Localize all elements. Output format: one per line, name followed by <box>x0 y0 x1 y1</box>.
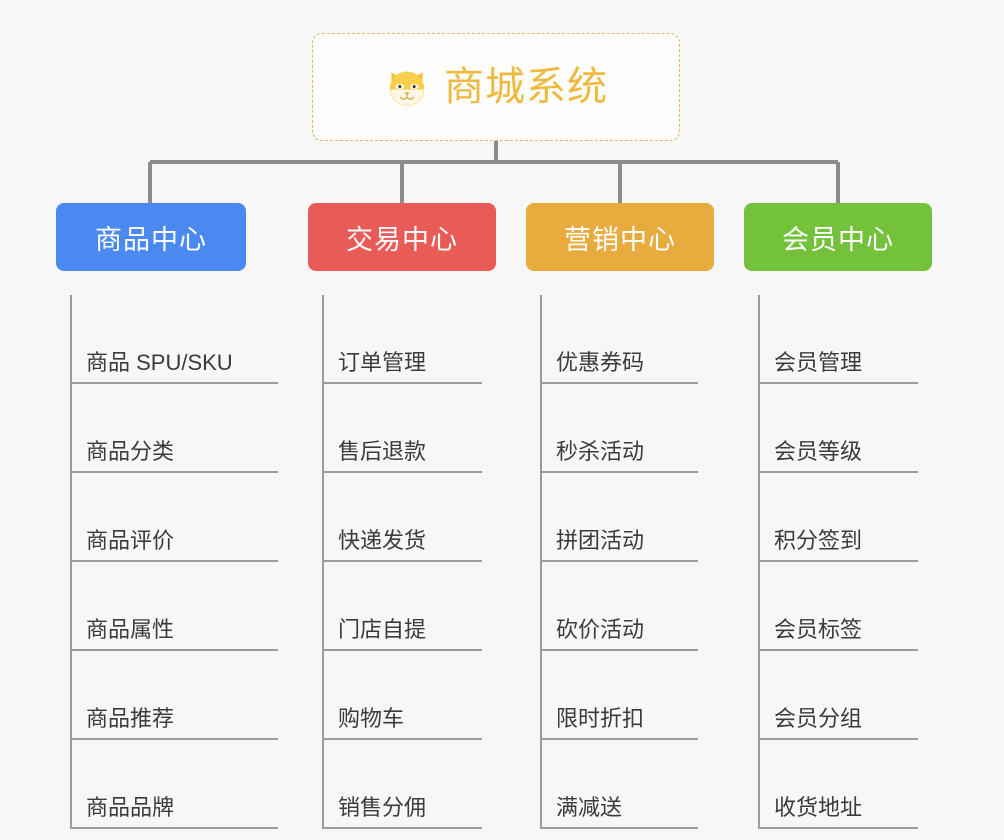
leaf-item[interactable]: 砍价活动 <box>526 562 714 651</box>
leaf-list: 会员管理会员等级积分签到会员标签会员分组收货地址 <box>744 295 932 829</box>
leaf-item[interactable]: 商品评价 <box>56 473 278 562</box>
leaf-item[interactable]: 拼团活动 <box>526 473 714 562</box>
leaf-underline <box>70 382 278 384</box>
leaf-label: 订单管理 <box>338 349 427 375</box>
leaf-label: 会员管理 <box>774 349 863 375</box>
leaf-underline <box>540 382 698 384</box>
leaf-spine <box>758 295 760 829</box>
branch-title: 交易中心 <box>346 224 458 255</box>
leaf-underline <box>70 560 278 562</box>
leaf-spine <box>540 295 542 829</box>
leaf-spine <box>70 295 72 829</box>
leaf-item[interactable]: 会员等级 <box>744 384 932 473</box>
branch-title: 营销中心 <box>564 224 676 255</box>
leaf-underline <box>70 738 278 740</box>
leaf-item[interactable]: 满减送 <box>526 740 714 829</box>
leaf-list: 商品 SPU/SKU 商品分类商品评价商品属性商品推荐商品品牌 <box>56 295 278 829</box>
leaf-spine <box>322 295 324 829</box>
leaf-underline <box>758 382 918 384</box>
leaf-label: 商品 SPU/SKU <box>86 349 233 375</box>
leaf-label: 商品属性 <box>86 616 175 642</box>
leaf-underline <box>540 738 698 740</box>
leaf-underline <box>322 827 482 829</box>
leaf-label: 会员分组 <box>774 705 863 731</box>
leaf-underline <box>540 649 698 651</box>
leaf-item[interactable]: 商品品牌 <box>56 740 278 829</box>
leaf-underline <box>758 471 918 473</box>
leaf-label: 商品推荐 <box>86 705 175 731</box>
leaf-label: 商品分类 <box>86 438 175 464</box>
leaf-label: 会员等级 <box>774 438 863 464</box>
leaf-label: 砍价活动 <box>556 616 645 642</box>
leaf-underline <box>540 560 698 562</box>
leaf-label: 限时折扣 <box>556 705 645 731</box>
leaf-item[interactable]: 购物车 <box>308 651 496 740</box>
leaf-label: 售后退款 <box>338 438 427 464</box>
leaf-label: 秒杀活动 <box>556 438 645 464</box>
leaf-underline <box>322 649 482 651</box>
leaf-label: 门店自提 <box>338 616 427 642</box>
branch-column-2: 交易中心订单管理售后退款快递发货门店自提购物车销售分佣 <box>308 203 496 829</box>
root-title: 商城系统 <box>444 65 608 109</box>
leaf-item[interactable]: 快递发货 <box>308 473 496 562</box>
branch-header-2[interactable]: 交易中心 <box>308 203 496 271</box>
leaf-underline <box>70 827 278 829</box>
leaf-item[interactable]: 积分签到 <box>744 473 932 562</box>
branch-header-3[interactable]: 营销中心 <box>526 203 714 271</box>
leaf-item[interactable]: 商品属性 <box>56 562 278 651</box>
branch-title: 会员中心 <box>782 224 894 255</box>
leaf-label: 销售分佣 <box>338 794 427 820</box>
leaf-label: 商品品牌 <box>86 794 175 820</box>
leaf-list: 优惠券码秒杀活动拼团活动砍价活动限时折扣满减送 <box>526 295 714 829</box>
leaf-underline <box>758 649 918 651</box>
branch-header-4[interactable]: 会员中心 <box>744 203 932 271</box>
branch-column-3: 营销中心优惠券码秒杀活动拼团活动砍价活动限时折扣满减送 <box>526 203 714 829</box>
leaf-label: 购物车 <box>338 705 405 731</box>
leaf-item[interactable]: 商品推荐 <box>56 651 278 740</box>
leaf-item[interactable]: 秒杀活动 <box>526 384 714 473</box>
leaf-underline <box>540 827 698 829</box>
leaf-item[interactable]: 售后退款 <box>308 384 496 473</box>
leaf-underline <box>70 471 278 473</box>
leaf-underline <box>322 738 482 740</box>
leaf-underline <box>322 382 482 384</box>
leaf-label: 满减送 <box>556 794 623 820</box>
leaf-list: 订单管理售后退款快递发货门店自提购物车销售分佣 <box>308 295 496 829</box>
leaf-item[interactable]: 会员分组 <box>744 651 932 740</box>
leaf-item[interactable]: 订单管理 <box>308 295 496 384</box>
branch-header-1[interactable]: 商品中心 <box>56 203 246 271</box>
shiba-dog-face-icon <box>389 71 425 106</box>
leaf-item[interactable]: 销售分佣 <box>308 740 496 829</box>
leaf-item[interactable]: 门店自提 <box>308 562 496 651</box>
leaf-underline <box>70 649 278 651</box>
root-node[interactable]: 商城系统 <box>312 33 680 141</box>
leaf-label: 优惠券码 <box>556 349 645 375</box>
leaf-label: 收货地址 <box>774 794 863 820</box>
leaf-label: 拼团活动 <box>556 527 645 553</box>
leaf-item[interactable]: 会员管理 <box>744 295 932 384</box>
leaf-underline <box>758 827 918 829</box>
leaf-label: 商品评价 <box>86 527 175 553</box>
branch-title: 商品中心 <box>95 224 207 255</box>
leaf-label: 会员标签 <box>774 616 863 642</box>
leaf-underline <box>322 560 482 562</box>
leaf-item[interactable]: 优惠券码 <box>526 295 714 384</box>
leaf-underline <box>540 471 698 473</box>
branch-column-1: 商品中心商品 SPU/SKU 商品分类商品评价商品属性商品推荐商品品牌 <box>56 203 278 829</box>
branch-column-4: 会员中心会员管理会员等级积分签到会员标签会员分组收货地址 <box>744 203 932 829</box>
leaf-item[interactable]: 收货地址 <box>744 740 932 829</box>
leaf-underline <box>758 560 918 562</box>
leaf-item[interactable]: 限时折扣 <box>526 651 714 740</box>
leaf-item[interactable]: 商品 SPU/SKU <box>56 295 278 384</box>
leaf-label: 快递发货 <box>338 527 427 553</box>
leaf-underline <box>322 471 482 473</box>
leaf-item[interactable]: 会员标签 <box>744 562 932 651</box>
leaf-label: 积分签到 <box>774 527 863 553</box>
leaf-item[interactable]: 商品分类 <box>56 384 278 473</box>
leaf-underline <box>758 738 918 740</box>
